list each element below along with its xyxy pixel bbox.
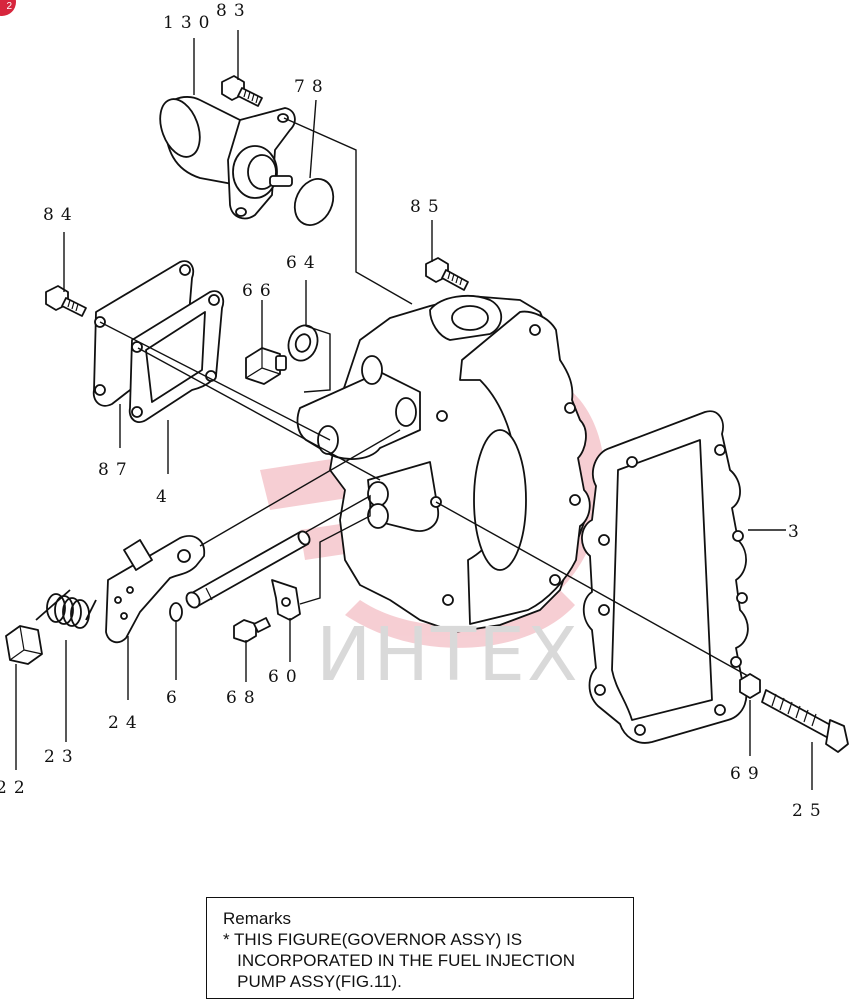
watermark-text: ИНТЕХ [316, 612, 580, 698]
bolt-83 [221, 75, 263, 107]
callout-130: 130 [163, 13, 216, 33]
callout-3: 3 [788, 522, 806, 542]
leader-lines [15, 30, 813, 790]
callout-4: 4 [156, 487, 174, 507]
callout-66: 66 [242, 281, 278, 301]
o-ring-78 [293, 178, 335, 226]
callout-69: 69 [730, 764, 766, 784]
solenoid-130 [159, 96, 296, 220]
callout-85: 85 [410, 197, 446, 217]
plug-66 [245, 347, 287, 385]
plug-22 [5, 625, 43, 665]
callout-78: 78 [294, 77, 330, 97]
o-ring-6 [169, 602, 183, 622]
callout-23: 23 [44, 747, 80, 767]
callout-83: 83 [216, 1, 252, 21]
remarks-line-3: PUMP ASSY(FIG.11). [223, 972, 402, 991]
bolt-84 [45, 285, 87, 317]
plate-60 [271, 579, 301, 621]
callout-60: 60 [268, 667, 304, 687]
remarks-title: Remarks [223, 909, 292, 928]
spring-23 [35, 589, 97, 629]
nut-69 [739, 673, 761, 699]
callout-22: 22 [0, 778, 32, 798]
washer-64 [287, 324, 319, 362]
remarks-line-1: * THIS FIGURE(GOVERNOR ASSY) IS [223, 930, 523, 949]
callout-6: 6 [166, 688, 184, 708]
callout-25: 25 [792, 801, 828, 821]
bolt-85 [425, 257, 469, 291]
governor-shaft [185, 530, 311, 609]
callout-64: 64 [286, 253, 322, 273]
gasket-3 [581, 410, 749, 744]
callout-24: 24 [108, 713, 144, 733]
bolt-25 [761, 689, 849, 753]
lever-24 [105, 535, 206, 644]
callout-68: 68 [226, 688, 262, 708]
callout-84: 84 [43, 205, 79, 225]
callouts: 130 83 78 84 85 66 64 87 4 3 24 6 68 60 … [0, 1, 828, 821]
remarks-box: Remarks * THIS FIGURE(GOVERNOR ASSY) IS … [206, 897, 634, 999]
remarks-line-2: INCORPORATED IN THE FUEL INJECTION [223, 951, 575, 970]
callout-87: 87 [98, 460, 134, 480]
bolt-68 [233, 617, 271, 643]
